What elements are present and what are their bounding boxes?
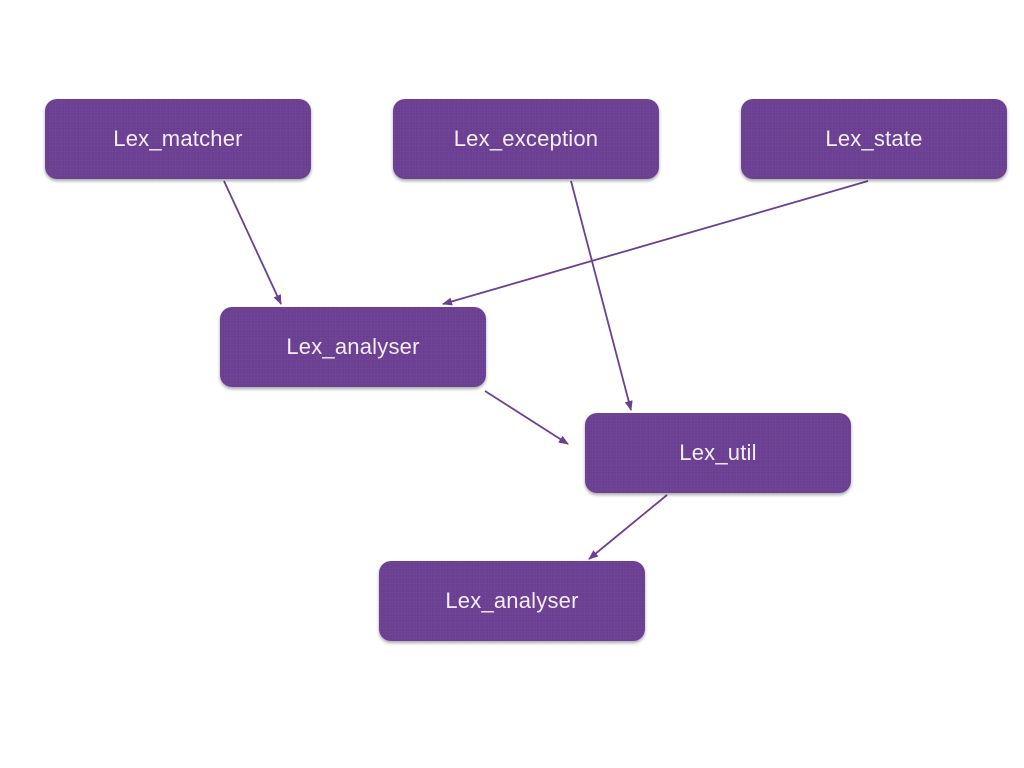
edge-lex-exception-to-lex-util (570, 180, 633, 411)
node-lex-util: Lex_util (585, 413, 851, 493)
node-lex-state: Lex_state (741, 99, 1007, 179)
node-lex-analyser-bottom: Lex_analyser (379, 561, 645, 641)
node-label: Lex_state (825, 126, 923, 151)
edge-lex-matcher-to-lex-analyser (223, 180, 282, 305)
node-label: Lex_matcher (113, 126, 243, 151)
edge-lex-state-to-lex-analyser (442, 180, 869, 306)
node-lex-matcher: Lex_matcher (45, 99, 311, 179)
node-lex-analyser: Lex_analyser (220, 307, 486, 387)
node-label: Lex_analyser (286, 334, 420, 359)
node-label: Lex_analyser (445, 588, 579, 613)
node-lex-exception: Lex_exception (393, 99, 659, 179)
edge-lex-util-to-lex-analyser (588, 494, 668, 560)
node-label: Lex_exception (453, 126, 599, 151)
edge-lex-analyser-to-lex-util (484, 390, 569, 445)
node-label: Lex_util (679, 440, 757, 465)
